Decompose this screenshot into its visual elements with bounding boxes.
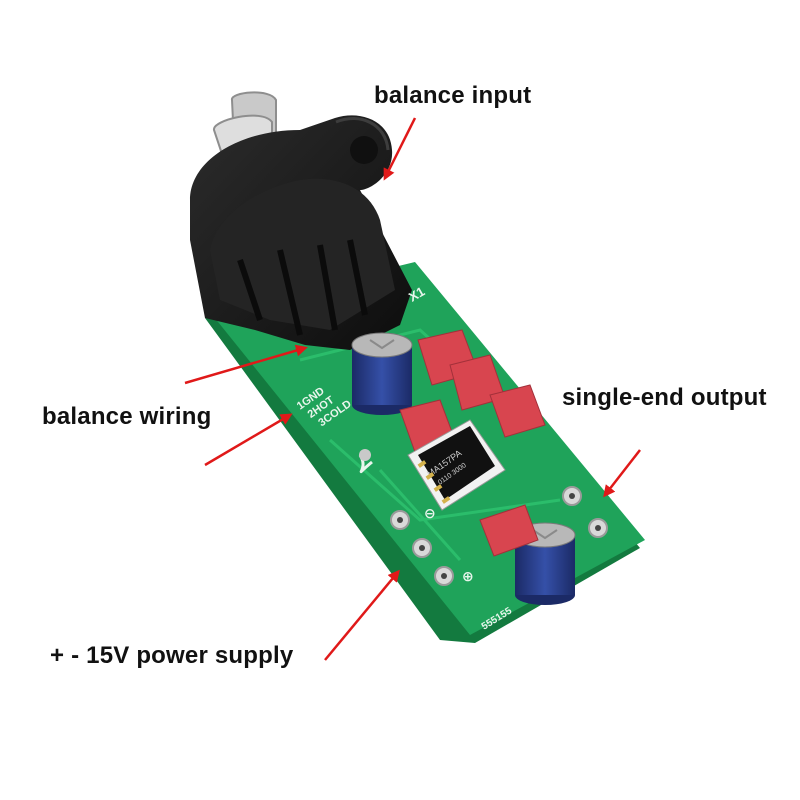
label-balance-input: balance input (374, 82, 532, 109)
opamp-chip: MA157PA 0110 3000 (407, 419, 506, 511)
label-power-supply: + - 15V power supply (50, 642, 294, 669)
arrow-balance-wiring-2 (204, 413, 293, 467)
label-single-end-output: single-end output (562, 384, 767, 411)
xlr-connector (190, 91, 412, 350)
label-balance-wiring: balance wiring (42, 403, 212, 430)
arrow-balance-input (383, 117, 417, 181)
power-supply-pads: ⊕ ⊖ (390, 505, 474, 586)
silk-connector-ref: X1 (406, 284, 427, 305)
output-pads (562, 486, 608, 538)
arrow-single-end-output (603, 449, 641, 498)
arrow-power-supply (324, 569, 400, 661)
electrolytic-capacitor-1 (351, 332, 413, 415)
svg-text:⊖: ⊖ (424, 505, 436, 521)
svg-text:⊕: ⊕ (462, 568, 474, 584)
annotation-arrows (184, 117, 641, 661)
arrow-balance-wiring-1 (184, 344, 308, 385)
film-capacitors (399, 329, 546, 557)
